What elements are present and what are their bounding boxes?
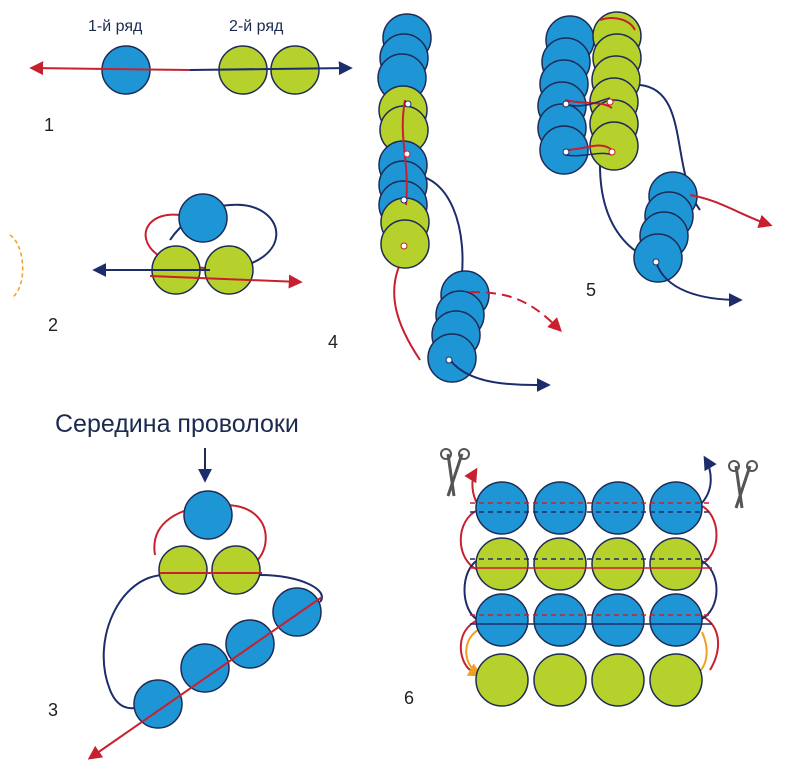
blue-bead: [225, 619, 275, 669]
blue-bead: [591, 481, 645, 535]
red-wire: [29, 61, 191, 76]
blue-wire: [189, 61, 353, 76]
row-2-label: 2-й ряд: [229, 18, 284, 35]
red-wire: [401, 99, 408, 206]
scissors-icon: [728, 460, 758, 509]
blue-bead: [533, 481, 587, 535]
blue-bead: [633, 233, 683, 283]
blue-bead: [649, 593, 703, 647]
blue-bead: [178, 193, 228, 243]
blue-bead: [533, 593, 587, 647]
red-wire: [87, 596, 323, 760]
green-bead: [475, 537, 529, 591]
scissors-icon: [440, 448, 470, 497]
step-number: 2: [48, 315, 59, 335]
blue-bead: [427, 333, 477, 383]
blue-bead: [133, 679, 183, 729]
step-number: 5: [586, 280, 597, 300]
step-1-figure: [29, 45, 353, 95]
blue-wire: [463, 559, 479, 621]
green-bead: [211, 545, 261, 595]
blue-bead: [475, 593, 529, 647]
step-5-figure: [537, 11, 773, 307]
blue-wire: [449, 359, 551, 392]
step-3-figure: [87, 448, 323, 760]
step-number: 4: [328, 332, 339, 352]
step-2-figure: [92, 193, 303, 295]
blue-wire: [699, 455, 717, 506]
step-4-figure: [377, 13, 562, 392]
red-wire: [149, 274, 303, 289]
blue-bead: [649, 481, 703, 535]
green-bead: [591, 537, 645, 591]
blue-bead: [180, 643, 230, 693]
green-bead: [204, 245, 254, 295]
green-bead: [533, 653, 587, 707]
red-wire: [689, 194, 773, 229]
green-bead: [649, 537, 703, 591]
blue-wire: [655, 261, 743, 307]
step-number: 3: [48, 700, 59, 720]
green-bead: [533, 537, 587, 591]
red-wire: [564, 99, 613, 151]
step-6-figure: [440, 448, 758, 707]
orange-arrow: [465, 629, 483, 677]
red-wire: [599, 17, 636, 31]
green-bead: [270, 45, 320, 95]
green-bead: [649, 653, 703, 707]
green-bead: [475, 653, 529, 707]
green-bead: [591, 653, 645, 707]
red-wire: [469, 291, 562, 332]
blue-bead: [591, 593, 645, 647]
step-number: 1: [44, 115, 55, 135]
blue-bead: [272, 587, 322, 637]
blue-wire: [564, 97, 613, 157]
blue-bead: [183, 490, 233, 540]
red-wire: [699, 504, 720, 671]
red-wire: [459, 509, 479, 671]
blue-wire: [699, 559, 718, 621]
row-1-label: 1-й ряд: [88, 18, 143, 35]
blue-bead: [475, 481, 529, 535]
step-number: 6: [404, 688, 415, 708]
green-bead: [158, 545, 208, 595]
wire-middle-caption: Середина проволоки: [55, 410, 299, 438]
decorative-arc: [9, 234, 24, 299]
